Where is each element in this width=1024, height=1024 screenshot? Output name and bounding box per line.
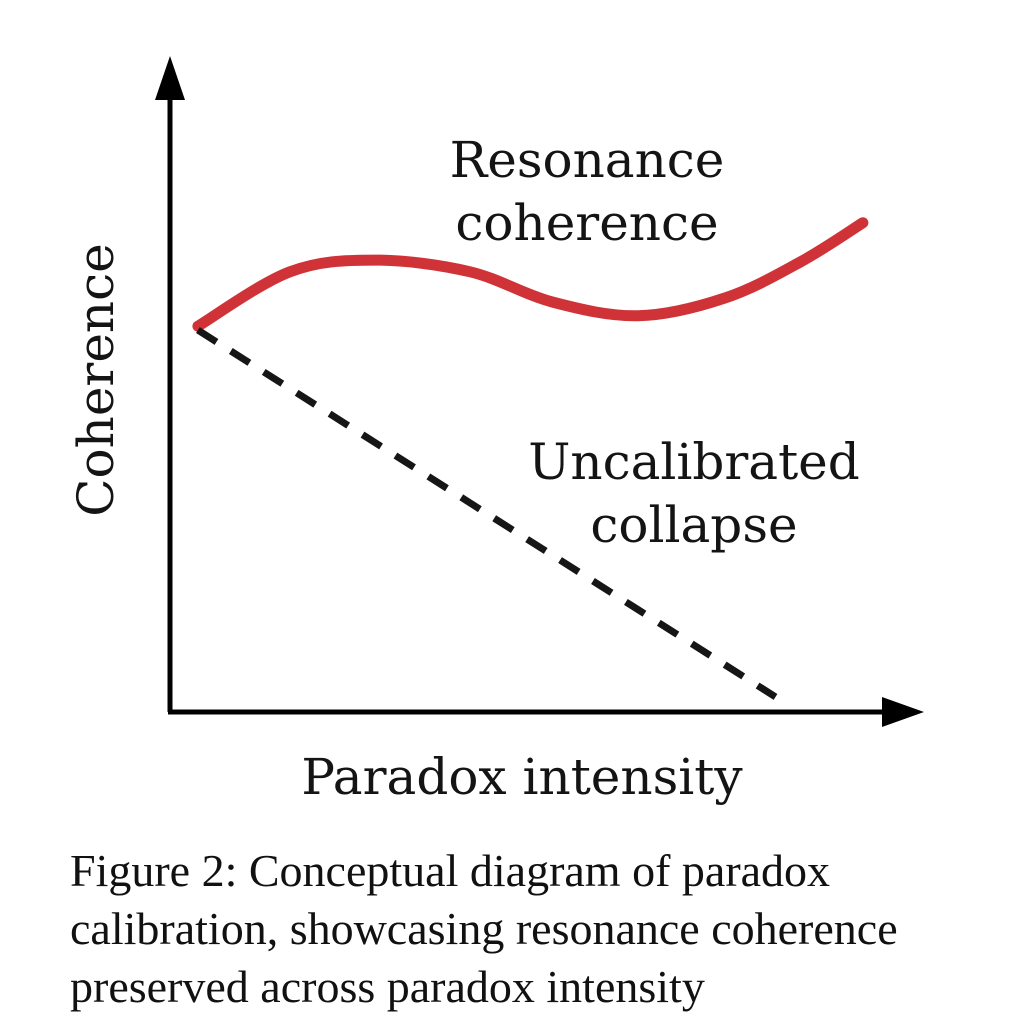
uncalibrated-collapse-annotation: Uncalibrated collapse	[528, 433, 860, 554]
x-axis-label: Paradox intensity	[301, 748, 743, 806]
y-axis-arrowhead-icon	[155, 56, 185, 100]
y-axis-label: Coherence	[67, 243, 125, 517]
resonance-coherence-curve	[192, 217, 869, 332]
figure-caption: Figure 2: Conceptual diagram of paradox …	[70, 845, 898, 1012]
x-axis-arrowhead-icon	[882, 697, 924, 727]
resonance-coherence-annotation: Resonance coherence	[449, 131, 725, 252]
